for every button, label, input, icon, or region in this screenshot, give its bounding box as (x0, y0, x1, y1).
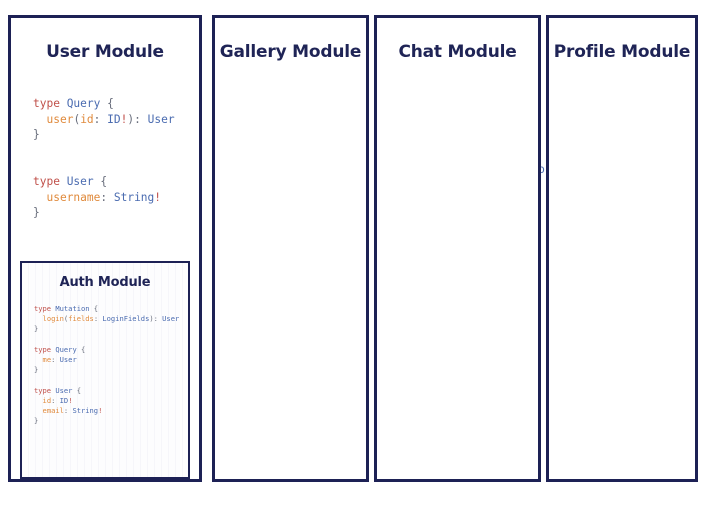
code-token (34, 406, 43, 415)
code-line: } (34, 365, 179, 375)
code-token: String (113, 190, 155, 204)
card-title-user-module: User Module (46, 42, 164, 62)
code-token: } (34, 365, 39, 375)
code-token: ID (59, 395, 69, 405)
code-token: } (33, 206, 40, 220)
code-line: type Mutation { (34, 304, 179, 314)
code-token: type (34, 304, 56, 313)
code-token: User (162, 314, 180, 324)
code-token: ( (63, 314, 69, 324)
code-token: : (93, 314, 103, 324)
schema-code-auth-module: type Mutation { login(fields: LoginField… (34, 304, 179, 426)
code-line: type Query { (34, 345, 179, 355)
code-token: } (34, 324, 39, 334)
code-token: type (34, 344, 56, 354)
code-token: ): (127, 112, 148, 126)
code-token: { (76, 344, 86, 354)
code-token: Query (66, 97, 101, 110)
code-token: user (46, 112, 74, 126)
card-chat-module[interactable]: Chat Module type Query { myChats: [Chat]… (374, 15, 541, 482)
code-token: String (72, 406, 99, 416)
code-token: } (34, 416, 39, 426)
code-line: } (34, 416, 179, 426)
code-line: type User { (34, 386, 179, 396)
code-token: fields (68, 314, 94, 324)
code-token: { (72, 385, 81, 395)
code-token (33, 113, 46, 126)
code-line: me: User (34, 355, 179, 365)
code-token: ( (73, 112, 81, 126)
schema-code-user-module: type Query { user(id: ID!): User} type U… (33, 96, 175, 221)
code-line: } (33, 205, 175, 221)
code-token (34, 314, 43, 323)
code-line: } (34, 324, 179, 334)
card-title-auth-module: Auth Module (59, 275, 151, 290)
code-token: LoginFields (102, 314, 150, 324)
code-line: user(id: ID!): User (33, 112, 175, 128)
card-user-module[interactable]: User Module type Query { user(id: ID!): … (8, 15, 202, 482)
code-token: : (51, 355, 60, 365)
code-token: id (80, 112, 94, 126)
code-line (33, 158, 175, 174)
code-token: { (93, 174, 108, 188)
code-token: Mutation (55, 304, 90, 313)
code-token: : (100, 190, 114, 204)
code-token: email (42, 406, 64, 416)
code-token (34, 355, 43, 364)
code-line (33, 143, 175, 159)
card-title-profile-module: Profile Module (553, 42, 691, 62)
code-line: } (33, 127, 175, 143)
code-line: email: String! (34, 406, 179, 416)
code-token: type (33, 97, 67, 110)
code-token: type (34, 385, 56, 395)
code-token: : (93, 112, 108, 126)
code-token: ID (107, 112, 121, 126)
card-title-gallery-module: Gallery Module (219, 42, 362, 62)
code-token: User (147, 112, 175, 126)
code-line: type User { (33, 174, 175, 190)
code-token: ! (154, 190, 162, 204)
code-token: login (42, 314, 64, 324)
code-token: : (51, 395, 60, 405)
card-title-chat-module: Chat Module (398, 42, 517, 62)
code-token: me (42, 355, 52, 365)
card-profile-module[interactable]: Profile Module type User { profile: Prof… (546, 15, 698, 482)
code-token: ! (68, 395, 73, 405)
code-token: : (63, 406, 73, 416)
code-line (34, 335, 179, 345)
code-token: Query (55, 344, 77, 354)
card-auth-module[interactable]: Auth Module type Mutation { login(fields… (20, 261, 190, 479)
code-token: type (33, 174, 67, 188)
code-token (34, 396, 43, 405)
code-line (34, 375, 179, 385)
code-token: User (55, 385, 73, 395)
code-token: ! (98, 406, 103, 416)
code-line: type Query { (33, 96, 175, 112)
code-token: username (46, 190, 101, 204)
code-token: ! (120, 112, 128, 126)
code-token: { (89, 304, 99, 313)
card-gallery-module[interactable]: Gallery Module type User { photos: [Phot… (212, 15, 558, 482)
code-token: ): (149, 314, 163, 324)
code-line: id: ID! (34, 396, 179, 406)
code-line: username: String! (33, 190, 175, 206)
code-token: id (42, 395, 52, 405)
code-token: { (100, 97, 114, 110)
code-token: User (59, 355, 77, 365)
code-token: } (33, 128, 40, 142)
code-line: login(fields: LoginFields): User (34, 314, 180, 324)
code-token: User (66, 174, 94, 188)
code-token (33, 191, 46, 204)
